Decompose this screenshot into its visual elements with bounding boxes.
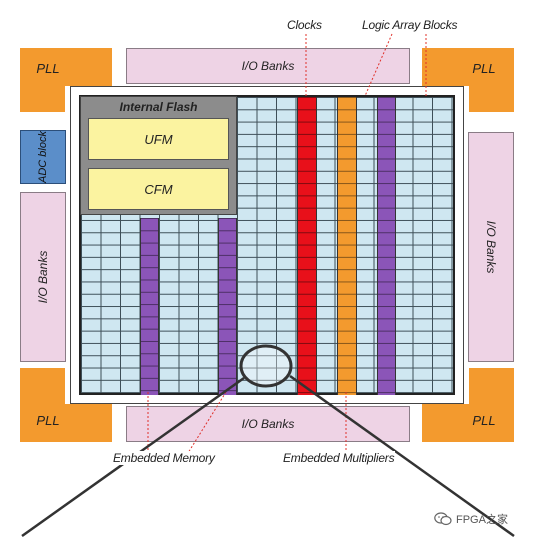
embedded-memory-column bbox=[377, 97, 396, 395]
logic-array-pointer-a bbox=[364, 33, 393, 97]
internal-flash-label: Internal Flash bbox=[119, 100, 198, 114]
zoom-circle bbox=[239, 344, 293, 388]
pll-bottom-left: PLL bbox=[20, 368, 112, 442]
io-banks-label: I/O Banks bbox=[241, 417, 295, 431]
embedded-multipliers-label: Embedded Multipliers bbox=[282, 451, 396, 465]
watermark-text: FPGA之家 bbox=[456, 514, 508, 526]
io-banks-bottom: I/O Banks bbox=[126, 406, 410, 442]
adc-block: ADC block bbox=[20, 130, 66, 184]
io-banks-left: I/O Banks bbox=[20, 192, 66, 362]
pll-label: PLL bbox=[36, 412, 60, 428]
io-banks-right: I/O Banks bbox=[468, 132, 514, 362]
pll-label: PLL bbox=[472, 412, 496, 428]
embedded-multiplier-column bbox=[337, 97, 357, 395]
logic-array-blocks-label: Logic Array Blocks bbox=[362, 18, 458, 32]
embedded-memory-label: Embedded Memory bbox=[112, 451, 216, 465]
pll-top-left: PLL bbox=[20, 48, 112, 112]
clock-column bbox=[297, 97, 317, 395]
watermark: FPGA之家 bbox=[434, 511, 508, 527]
embedded-memory-column bbox=[140, 218, 159, 395]
ufm-block: UFM bbox=[88, 118, 229, 160]
pll-bottom-right: PLL bbox=[422, 368, 514, 442]
internal-flash-block: Internal Flash UFM CFM bbox=[80, 96, 237, 215]
ufm-label: UFM bbox=[144, 131, 173, 147]
zoom-line-right bbox=[289, 374, 515, 538]
io-banks-top: I/O Banks bbox=[126, 48, 410, 84]
cfm-label: CFM bbox=[144, 181, 173, 197]
embedded-memory-pointer-b bbox=[187, 391, 227, 454]
clocks-label: Clocks bbox=[287, 18, 322, 32]
pll-label: PLL bbox=[472, 60, 496, 76]
io-banks-label: I/O Banks bbox=[241, 59, 295, 73]
wechat-icon bbox=[434, 512, 452, 526]
pll-label: PLL bbox=[36, 60, 60, 76]
embedded-memory-column bbox=[218, 218, 237, 395]
logic-array-grid bbox=[79, 95, 455, 395]
pll-top-right: PLL bbox=[422, 48, 514, 112]
cfm-block: CFM bbox=[88, 168, 229, 210]
